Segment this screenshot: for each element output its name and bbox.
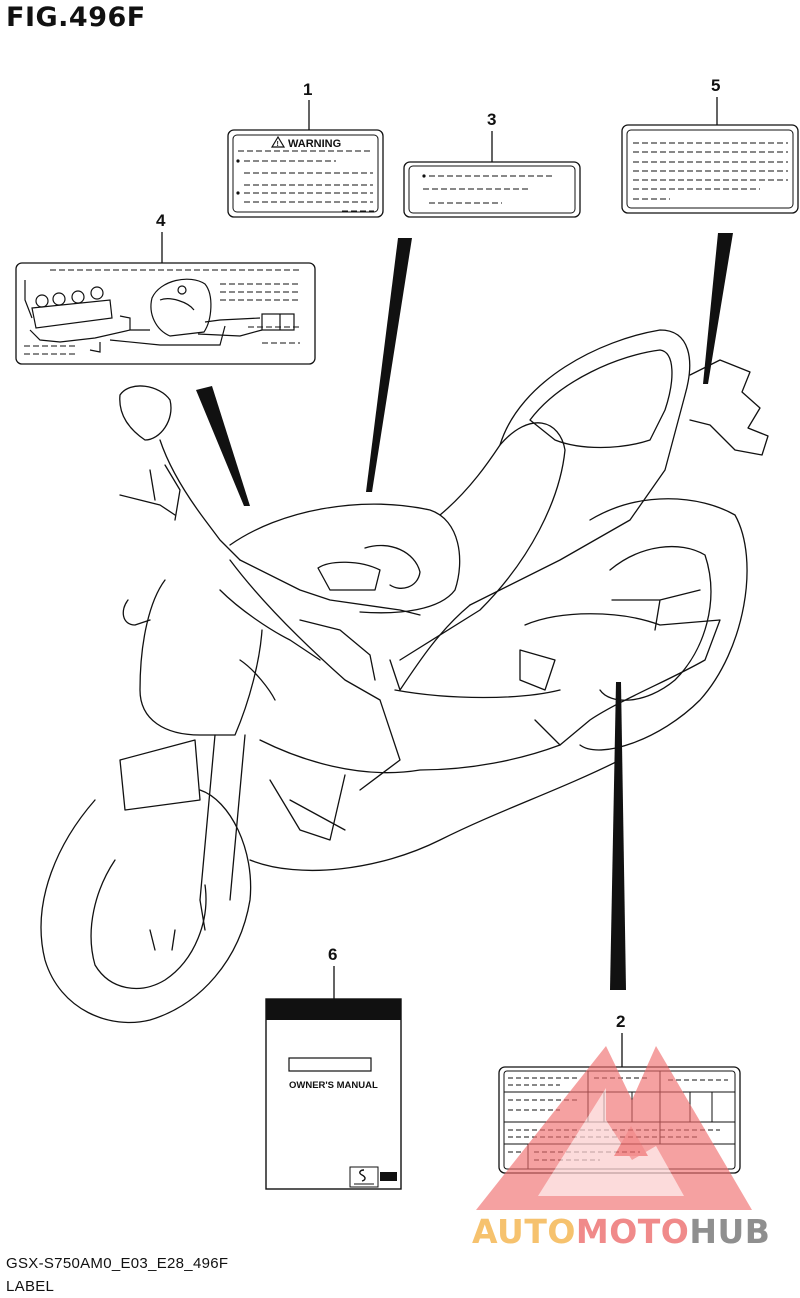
label-3 [403,161,581,218]
label-5 [621,124,799,214]
pointer-to-label-4 [196,386,250,506]
canister-drawing [109,278,295,346]
motorcycle-outline [40,329,769,1024]
figure-code: GSX-S750AM0_E03_E28_496F [6,1255,229,1272]
manual-title: OWNER'S MANUAL [289,1080,378,1091]
warning-heading: WARNING [288,138,341,150]
callout-2: 2 [616,1012,625,1031]
watermark-wordmark: AUTOMOTOHUB [472,1212,771,1251]
owners-manual-booklet: OWNER'S MANUAL [265,998,402,1190]
throttle-body-drawing [24,280,150,353]
pointer-wedges [196,233,733,990]
warning-triangle-icon: ! [270,135,286,148]
label-4-hose-routing [15,262,316,365]
manual-tab [380,1172,397,1181]
callout-1: 1 [303,80,312,99]
brand-s-icon [354,1169,374,1185]
figure-title: FIG.496F [6,2,146,33]
callout-5: 5 [711,76,720,95]
label-1-warning: ! WARNING [227,129,384,218]
watermark-logo-icon [476,1046,752,1210]
pointer-to-label-5 [703,233,733,384]
pointer-to-label-2 [610,682,626,990]
section-name: LABEL [6,1278,55,1295]
callout-4: 4 [156,211,166,230]
callout-3: 3 [487,110,496,129]
brand-logo-box [349,1166,379,1188]
svg-text:!: ! [277,141,279,148]
callout-6: 6 [328,945,337,964]
callouts: 1 3 5 4 6 2 [156,76,720,1067]
pointer-to-label-1 [366,238,412,492]
